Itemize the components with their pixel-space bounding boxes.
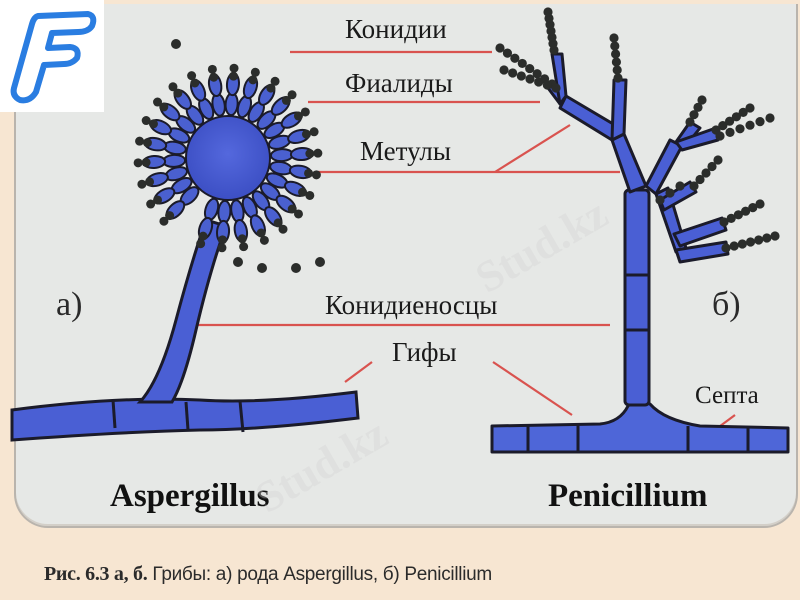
panel-label-b: б): [712, 286, 741, 323]
label-phialides: Фиалиды: [345, 68, 453, 98]
logo-f-icon: [10, 11, 97, 104]
aspergillus-conidia: [133, 39, 325, 273]
penicillium-conidia: [495, 7, 780, 253]
caption-text: Грибы: а) рода Aspergillus, б) Penicilli…: [147, 564, 492, 585]
genus-aspergillus: Aspergillus: [110, 478, 270, 514]
panel-label-a: а): [56, 286, 83, 323]
label-septa: Септа: [695, 382, 759, 409]
label-hyphae: Гифы: [392, 337, 457, 367]
label-metulae: Метулы: [360, 136, 452, 166]
genus-penicillium: Penicillium: [548, 478, 708, 514]
caption-prefix: Рис. 6.3 а, б.: [44, 563, 148, 585]
figure-caption: Рис. 6.3 а, б. Грибы: а) рода Aspergillu…: [44, 563, 492, 586]
penicillium-drawing: [490, 52, 790, 454]
logo: [0, 0, 104, 112]
leader-lines: [198, 50, 736, 442]
label-conidia: Конидии: [345, 14, 447, 44]
label-conidiophores: Конидиеносцы: [325, 290, 498, 320]
aspergillus-drawing: [10, 72, 360, 442]
